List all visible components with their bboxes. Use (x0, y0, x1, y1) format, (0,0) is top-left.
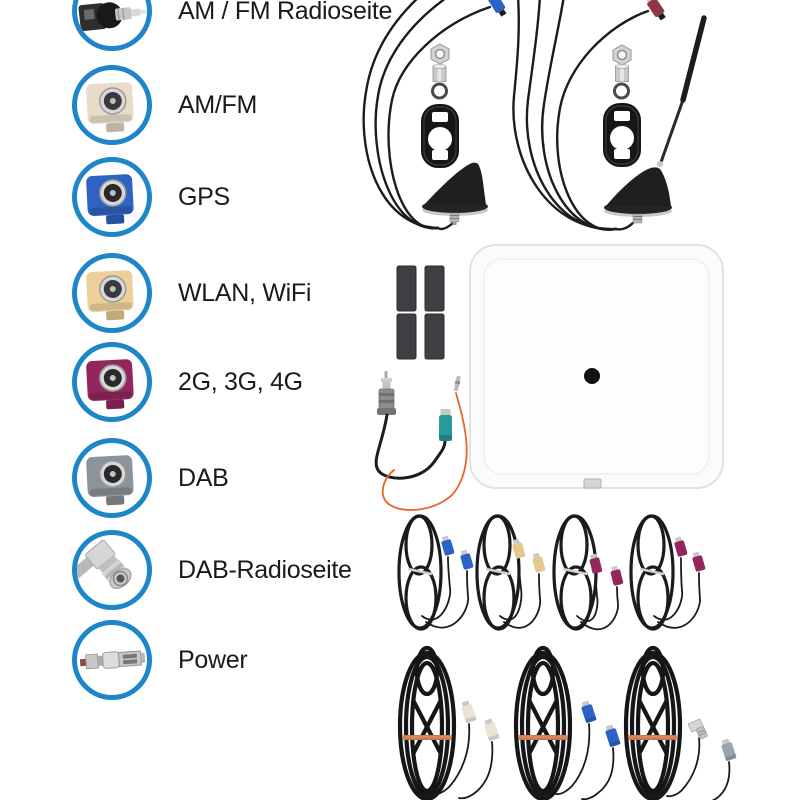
legend-label: DAB (178, 463, 229, 492)
long-cable-amfm (397, 645, 500, 800)
legend-label: 2G, 3G, 4G (178, 367, 303, 396)
fakra-connector-teal (439, 409, 452, 441)
legend-label: Power (178, 645, 248, 674)
legend-item-am-fm-radio-side: AM / FM Radioseite (72, 0, 392, 51)
legend-item-2g-3g-4g: 2G, 3G, 4G (72, 342, 303, 422)
legend-item-wlan-wifi: WLAN, WiFi (72, 253, 311, 333)
sealing-ring (431, 82, 448, 100)
extension-cable-lte-2 (629, 514, 706, 631)
legend-label: AM/FM (178, 90, 258, 119)
legend-label: AM / FM Radioseite (178, 0, 393, 25)
cable-coil (397, 514, 443, 631)
adapter-cable (374, 413, 447, 480)
cable-connector (610, 565, 624, 586)
legend-label: DAB-Radioseite (178, 555, 352, 584)
foam-pad (396, 313, 417, 360)
foam-pad (396, 265, 417, 312)
legend-item-power: Power (72, 620, 248, 700)
fakra-connector-gps-blue (488, 0, 507, 17)
wire-tie (628, 735, 678, 740)
fakra-connector-icon (72, 157, 152, 237)
rod-antenna-base (604, 167, 672, 224)
cable-connector (581, 700, 597, 724)
legend-item-dab-radio-side: DAB-Radioseite (72, 530, 352, 610)
foam-pad (424, 265, 445, 312)
legend-item-gps: GPS (72, 157, 230, 237)
angled-smb-plug-icon (72, 530, 152, 610)
cable-connector (512, 538, 526, 559)
fakra-connector-icon (72, 253, 152, 333)
fakra-connector-icon (72, 342, 152, 422)
fakra-connector-icon (72, 65, 152, 145)
wire-tie (518, 735, 568, 740)
din-plug-icon (72, 0, 152, 51)
din-adapter (374, 371, 468, 511)
legend-label: WLAN, WiFi (178, 278, 312, 307)
cable-connector (532, 552, 546, 573)
cable-connector (484, 718, 500, 742)
cable-connector (589, 553, 603, 574)
foam-pads (396, 265, 445, 360)
cable-connector (674, 536, 688, 557)
din-plug (377, 371, 396, 415)
center-hole (584, 368, 600, 384)
shark-fin-antenna-base (422, 162, 488, 225)
fakra-connector-icon (72, 438, 152, 518)
legend-item-am-fm: AM/FM (72, 65, 257, 145)
rubber-gasket (421, 104, 459, 168)
foam-pad (424, 313, 445, 360)
fakra-connector-wine-red (645, 0, 666, 21)
extension-cable-wlan (475, 514, 546, 631)
angled-smb-connector (688, 718, 708, 740)
mounting-nut (430, 43, 450, 65)
legend-label: GPS (178, 182, 230, 211)
long-cable-dab (623, 645, 737, 800)
legend-item-dab: DAB (72, 438, 229, 518)
antenna-cables (362, 0, 492, 231)
cable-coil (623, 645, 683, 800)
ring-terminal (453, 375, 461, 392)
cable-connector (441, 535, 455, 556)
antenna-rod (657, 15, 707, 167)
rubber-gasket (603, 103, 641, 167)
spacer-sleeve (432, 64, 447, 82)
crimp-terminal-icon (72, 620, 152, 700)
sealing-ring (613, 82, 630, 100)
cable-connector (721, 738, 737, 762)
cable-connector (461, 700, 477, 724)
cable-connector (460, 549, 474, 570)
cable-coil (397, 645, 457, 800)
spacer-sleeve (615, 64, 629, 82)
cable-connector (605, 724, 621, 748)
shark-fin-antenna-group (362, 0, 507, 231)
roof-plate (469, 244, 724, 489)
mounting-nut (612, 44, 632, 66)
antenna-cables (512, 0, 650, 232)
rod-antenna-group (512, 0, 707, 232)
plate-clip (583, 478, 602, 489)
ground-wire-orange (381, 392, 468, 511)
wire-tie (402, 735, 452, 740)
extension-cable-lte (552, 514, 624, 631)
extension-cable-gps (397, 514, 474, 631)
cable-connector (692, 551, 706, 572)
cable-coil (629, 514, 675, 631)
cable-coil (513, 645, 573, 800)
long-cable-gps (513, 645, 621, 800)
